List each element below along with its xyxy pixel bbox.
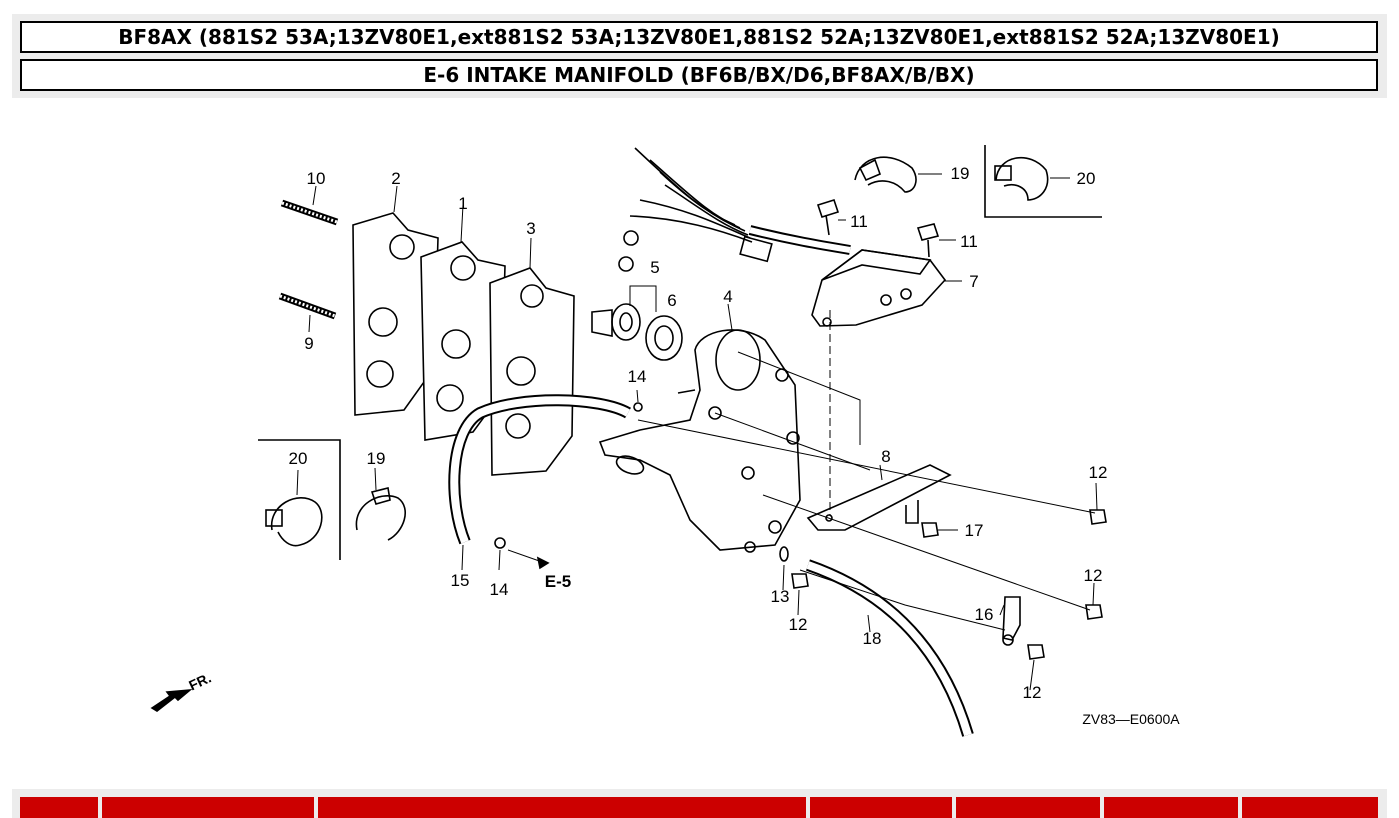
table-column-5 xyxy=(956,797,1100,818)
clip-14-b xyxy=(494,537,506,549)
clamp-20-top xyxy=(994,156,1049,201)
table-column-3 xyxy=(318,797,806,818)
e5-reference: E-5 xyxy=(545,572,571,591)
label-12-d: 12 xyxy=(1023,683,1042,702)
label-3: 3 xyxy=(526,219,535,238)
nut-17 xyxy=(921,522,939,538)
wire-clip-16 xyxy=(1002,596,1021,646)
inset-frame-top xyxy=(984,145,1102,218)
hose-18 xyxy=(806,559,974,737)
drawing-code: ZV83—E0600A xyxy=(1082,711,1180,727)
label-4: 4 xyxy=(723,287,732,306)
table-column-6 xyxy=(1104,797,1238,818)
parts-diagram: 10 2 1 3 9 5 6 4 19 20 11 11 7 14 20 19 … xyxy=(150,145,1180,737)
label-11-b: 11 xyxy=(960,232,978,251)
label-15: 15 xyxy=(451,571,470,590)
label-16: 16 xyxy=(975,605,994,624)
label-19-left: 19 xyxy=(367,449,386,468)
section-title: E-6 INTAKE MANIFOLD (BF6B/BX/D6,BF8AX/B/… xyxy=(20,59,1378,91)
table-column-4 xyxy=(810,797,952,818)
label-7: 7 xyxy=(969,272,978,291)
label-12-b: 12 xyxy=(1084,566,1103,585)
bolt-11-b xyxy=(916,223,940,258)
label-6: 6 xyxy=(667,291,676,310)
bracket-8 xyxy=(806,464,952,531)
stud-9 xyxy=(278,292,337,320)
label-14-b: 14 xyxy=(490,580,509,599)
intake-manifold-4 xyxy=(598,329,801,553)
label-12-c: 12 xyxy=(789,615,808,634)
clamp-19-top xyxy=(854,156,917,193)
table-column-1 xyxy=(20,797,98,818)
stud-10 xyxy=(280,199,339,226)
nut-12-a xyxy=(791,573,809,589)
label-1: 1 xyxy=(458,194,467,213)
gasket-3 xyxy=(489,267,575,476)
hose-15 xyxy=(448,394,631,545)
label-11-a: 11 xyxy=(850,212,868,231)
clamp-19-left xyxy=(355,487,407,541)
separator-plate-1 xyxy=(420,241,506,441)
label-17: 17 xyxy=(965,521,984,540)
front-label: FR. xyxy=(186,669,213,693)
label-12-a: 12 xyxy=(1089,463,1108,482)
label-18: 18 xyxy=(863,629,882,648)
label-8: 8 xyxy=(881,447,890,466)
label-9: 9 xyxy=(304,334,313,353)
table-column-2 xyxy=(102,797,314,818)
label-2: 2 xyxy=(391,169,400,188)
label-20-left: 20 xyxy=(289,449,308,468)
header-panel: BF8AX (881S2 53A;13ZV80E1,ext881S2 53A;1… xyxy=(12,14,1387,98)
label-10: 10 xyxy=(307,169,326,188)
label-13: 13 xyxy=(771,587,790,606)
table-column-7 xyxy=(1242,797,1378,818)
bolt-11-a xyxy=(816,199,840,236)
ignition-module-7 xyxy=(811,249,947,327)
parts-table-header xyxy=(12,789,1387,818)
front-arrow-icon xyxy=(150,688,193,712)
label-19-top: 19 xyxy=(951,164,970,183)
thermostat-seal-6 xyxy=(645,315,683,361)
nut-12-b xyxy=(1089,509,1107,525)
nut-12-d xyxy=(1027,644,1045,660)
model-title: BF8AX (881S2 53A;13ZV80E1,ext881S2 53A;1… xyxy=(20,21,1378,53)
label-5: 5 xyxy=(650,258,659,277)
nut-12-c xyxy=(1085,604,1103,620)
label-14-a: 14 xyxy=(628,367,647,386)
thermostat-5 xyxy=(591,303,641,341)
wire-harness xyxy=(618,147,851,272)
label-20-top: 20 xyxy=(1077,169,1096,188)
inset-frame-left xyxy=(258,439,341,560)
clip-13 xyxy=(779,546,789,562)
clip-14-a xyxy=(633,402,643,412)
clamp-20-left xyxy=(265,497,323,547)
